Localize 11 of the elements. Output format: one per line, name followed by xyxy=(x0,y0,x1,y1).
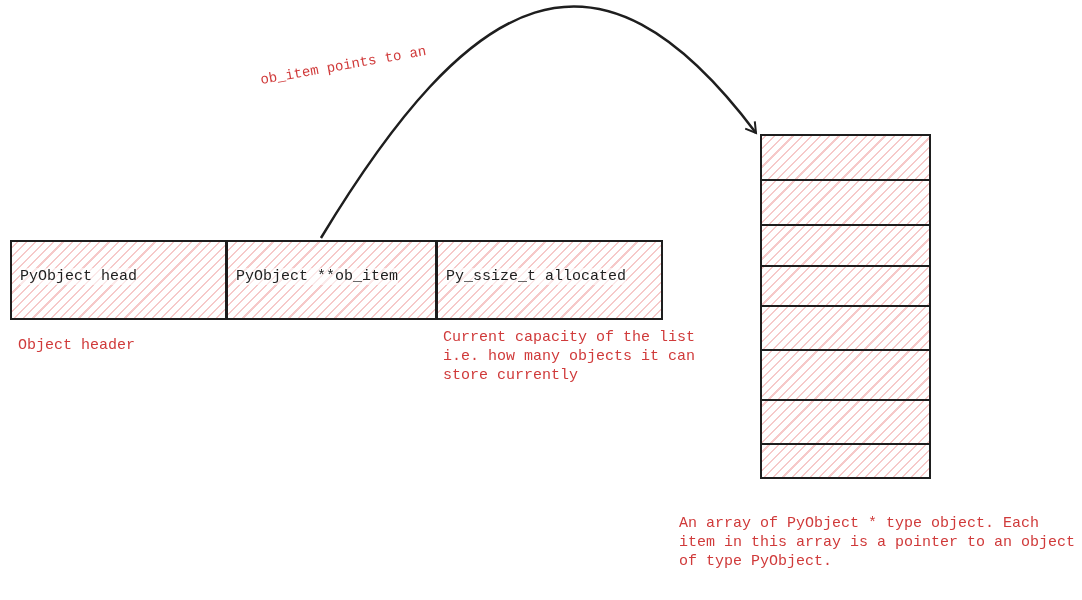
field-label: PyObject **ob_item xyxy=(236,268,399,285)
array-box xyxy=(760,134,931,479)
annotation-text: Current capacity of the list i.e. how many objects it can store currently xyxy=(443,328,697,385)
field-label: Py_ssize_t allocated xyxy=(446,268,627,285)
annotation-text: An array of PyObject * type object. Each item in this array is a pointer to an object of type PyObject. xyxy=(679,514,1077,571)
struct-field-box xyxy=(10,240,227,320)
struct-field-box xyxy=(436,240,663,320)
annotation-text: Object header xyxy=(18,336,137,355)
struct-field-box xyxy=(226,240,437,320)
field-label: PyObject head xyxy=(20,268,138,285)
curved-arrow xyxy=(319,5,757,239)
